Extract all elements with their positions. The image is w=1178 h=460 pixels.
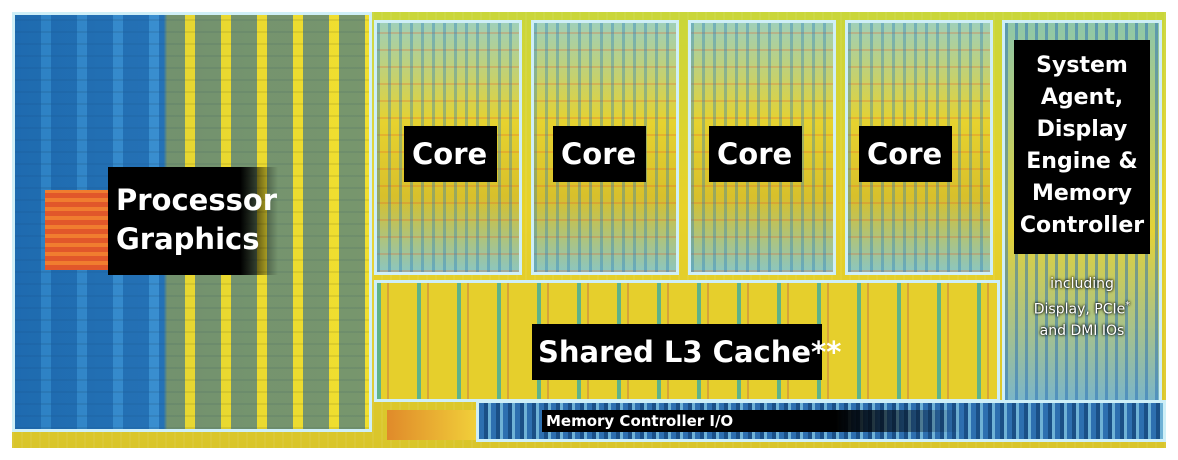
system-agent-line-2: Agent, xyxy=(1040,85,1124,110)
core-label-1: Core xyxy=(404,126,498,182)
die-photo: Processor Graphics Core Core Core Core S… xyxy=(12,12,1166,448)
pcie-footnote-marker: * xyxy=(1125,300,1131,311)
core-label-4: Core xyxy=(859,126,953,182)
system-agent-note: including Display, PCIe* and DMI IOs xyxy=(1004,274,1160,342)
system-agent-note-line-3: and DMI IOs xyxy=(1039,322,1125,339)
io-strip xyxy=(387,410,477,440)
shared-l3-cache-label: Shared L3 Cache** xyxy=(532,324,841,380)
system-agent-line-3: Display xyxy=(1036,117,1128,142)
core-label-3: Core xyxy=(709,126,803,182)
graphics-hotspot-region xyxy=(45,190,115,270)
system-agent-line-1: System xyxy=(1036,53,1128,78)
processor-graphics-line-2: Graphics xyxy=(116,222,260,257)
system-agent-line-5: Memory xyxy=(1031,181,1133,206)
processor-graphics-line-1: Processor xyxy=(116,183,278,217)
processor-graphics-label: Processor Graphics xyxy=(108,167,278,275)
system-agent-label: System Agent, Display Engine & Memory Co… xyxy=(1014,40,1150,254)
system-agent-line-4: Engine & xyxy=(1026,149,1138,174)
system-agent-note-line-2: Display, PCIe* xyxy=(1004,295,1160,321)
memory-controller-io-label: Memory Controller I/O xyxy=(542,410,962,432)
system-agent-line-6: Controller xyxy=(1019,213,1145,238)
core-label-2: Core xyxy=(553,126,647,182)
system-agent-note-line-1: including xyxy=(1050,276,1114,292)
system-agent-note-pcie: Display, PCIe xyxy=(1033,301,1126,318)
